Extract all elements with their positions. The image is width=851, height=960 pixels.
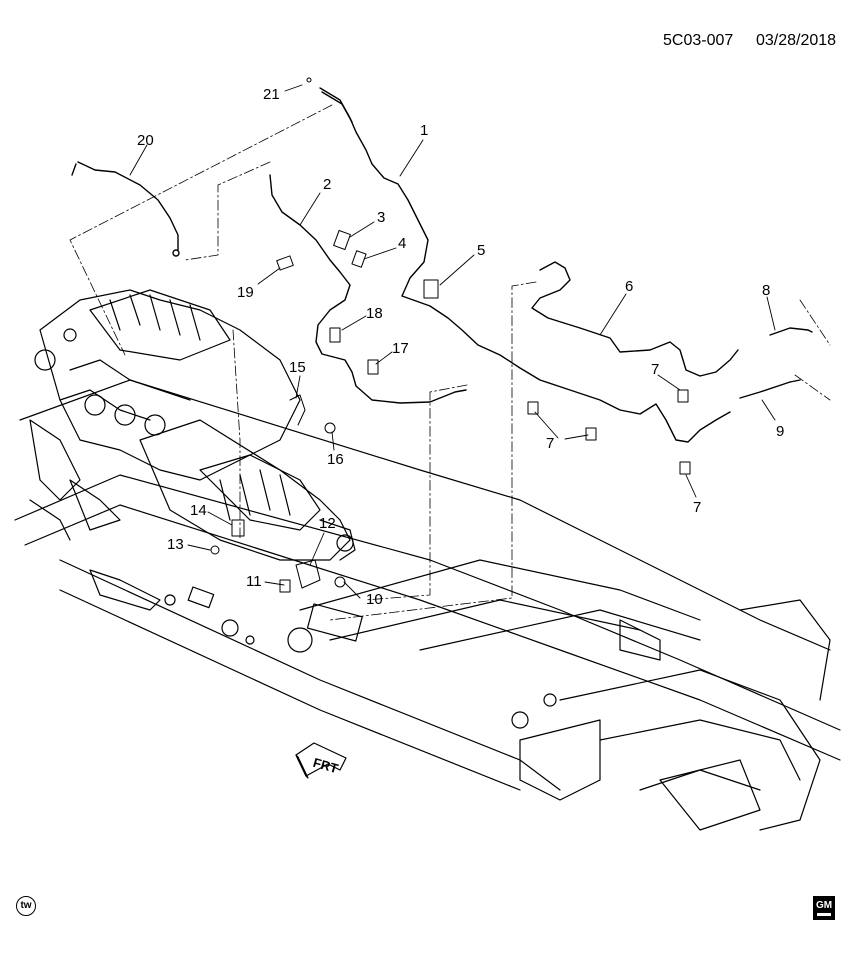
callout-7-c: 7: [693, 499, 702, 516]
line-9: [739, 381, 791, 399]
chassis-frame: [14, 379, 841, 831]
line-20: [77, 161, 179, 251]
callout-9: 9: [776, 423, 785, 440]
callout-17: 17: [392, 340, 409, 357]
callout-5: 5: [477, 242, 486, 259]
callout-6: 6: [625, 278, 634, 295]
tw-badge-icon: tw: [16, 896, 36, 916]
callout-16: 16: [327, 451, 344, 468]
fuel-lines: [71, 87, 813, 443]
callout-leaders: [129, 84, 776, 599]
callout-15: 15: [289, 359, 306, 376]
engine-assembly: [29, 289, 356, 561]
fastener-glyphs: [210, 77, 691, 593]
line-1: [319, 87, 731, 443]
gm-logo-underline: [817, 912, 831, 916]
gm-logo-text: GM: [815, 899, 833, 911]
callout-11: 11: [246, 573, 262, 590]
line-6: [531, 261, 739, 377]
tw-badge-label: tw: [20, 900, 32, 911]
gm-logo-icon: GM: [813, 896, 835, 920]
diagram-code: 5C03-007: [663, 32, 734, 49]
diagram-date: 03/28/2018: [756, 32, 837, 49]
line-2: [269, 174, 467, 404]
callout-13: 13: [167, 536, 184, 553]
callout-10: 10: [366, 591, 383, 608]
callout-3: 3: [377, 209, 386, 226]
callout-14: 14: [190, 502, 207, 519]
callout-12: 12: [319, 515, 336, 532]
callout-21: 21: [263, 86, 280, 103]
callout-7-b: 7: [546, 435, 555, 452]
callout-4: 4: [398, 235, 407, 252]
callout-2: 2: [323, 176, 332, 193]
leader-lines: [69, 104, 831, 621]
callout-1: 1: [420, 122, 429, 139]
front-arrow-icon: [295, 742, 347, 779]
line-8: [769, 327, 809, 336]
callout-7-a: 7: [651, 361, 660, 378]
callout-18: 18: [366, 305, 383, 322]
callout-19: 19: [237, 284, 254, 301]
callout-8: 8: [762, 282, 771, 299]
callout-20: 20: [137, 132, 154, 149]
